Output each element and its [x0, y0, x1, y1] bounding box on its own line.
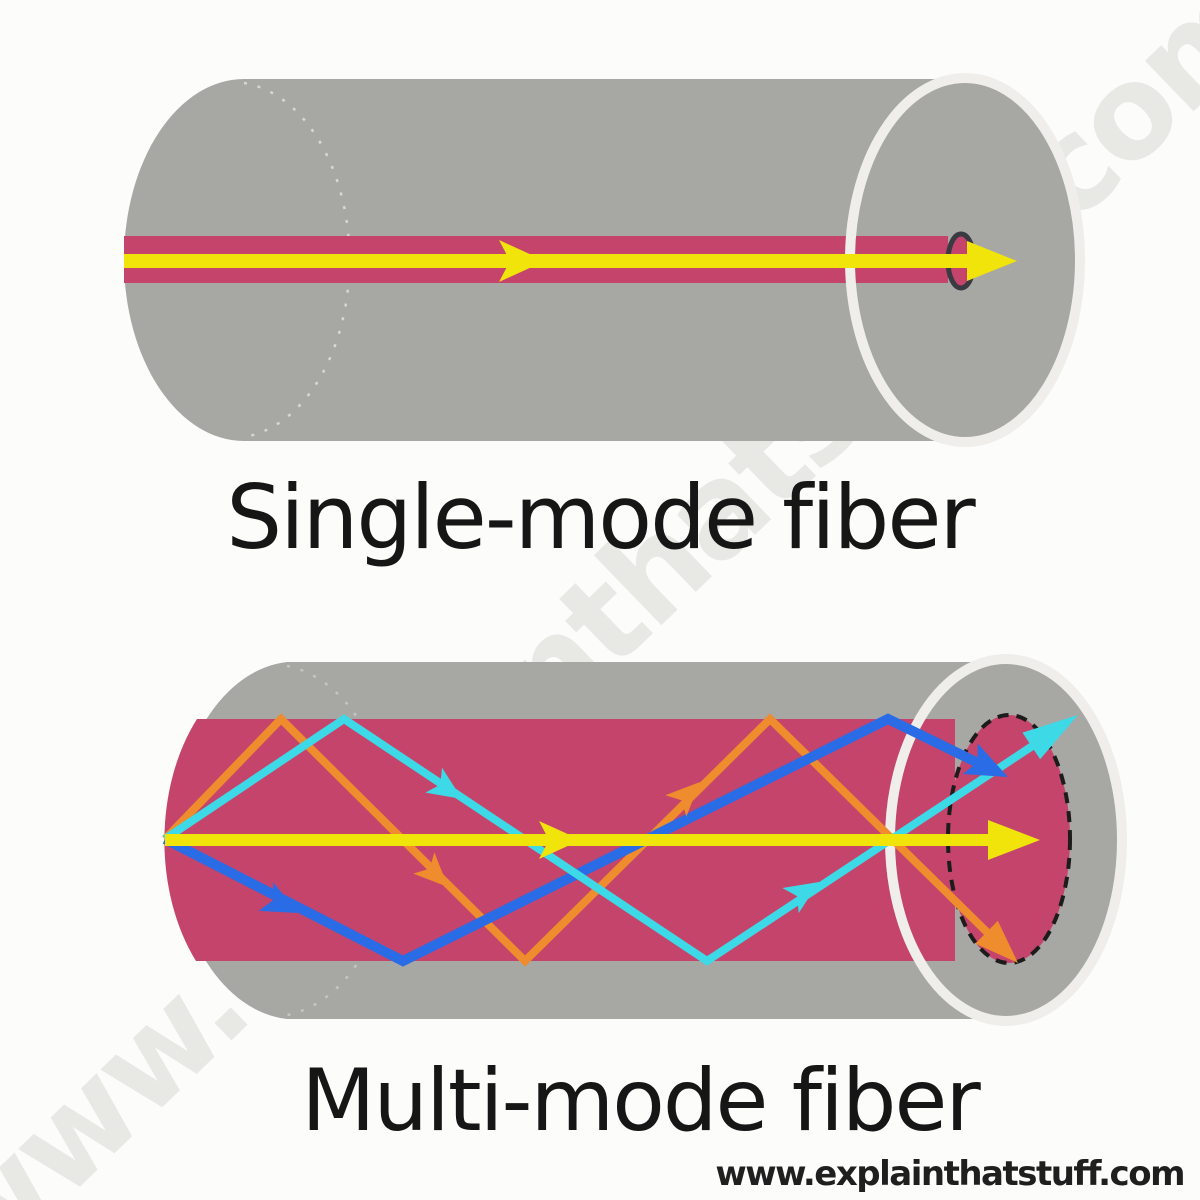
yellow-ray-mid-arrowhead: [539, 821, 581, 859]
cyan-ray-exit-arrowhead: [1022, 715, 1078, 760]
single-mode-ray-exit-arrowhead: [967, 241, 1017, 281]
multi-mode-orange-ray: [162, 713, 998, 967]
cyan-ray-arrowhead-down: [425, 767, 462, 799]
cyan-ray-arrowhead-up: [782, 882, 819, 914]
multi-mode-fiber-illustration: [162, 654, 1127, 1026]
orange-ray-exit-arrowhead: [975, 920, 1018, 963]
multi-mode-cap-back-dashed-arc: [286, 664, 393, 1017]
blue-ray-arrowhead-down: [258, 882, 298, 913]
orange-ray-arrowhead-down: [413, 852, 448, 887]
blue-ray-exit-arrowhead: [962, 743, 1008, 777]
single-mode-ray-mid-arrowhead: [499, 240, 545, 282]
yellow-ray-exit-arrowhead: [988, 820, 1040, 860]
orange-ray-arrowhead-up: [665, 782, 700, 817]
multi-mode-label: Multi-mode fiber: [301, 1051, 981, 1151]
site-credit: www.explainthatstuff.com: [715, 1154, 1185, 1194]
single-mode-cap-back-dashed-arc: [243, 81, 351, 439]
single-mode-fiber-illustration: [124, 73, 1085, 447]
single-mode-label: Single-mode fiber: [226, 466, 975, 569]
